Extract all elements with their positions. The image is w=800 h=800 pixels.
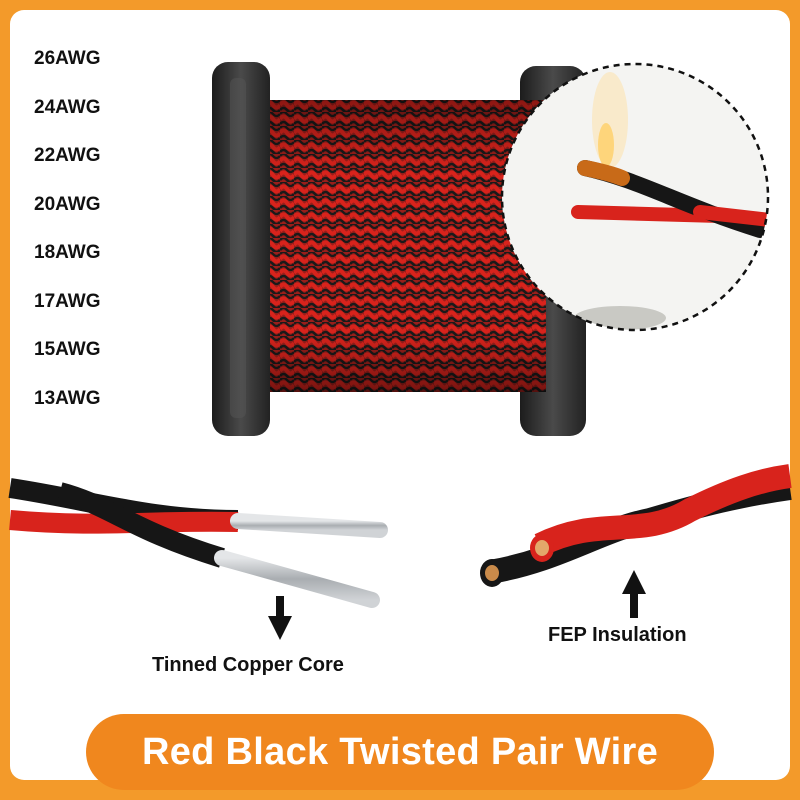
gauge-item: 24AWG — [34, 96, 101, 118]
callout-background — [502, 64, 768, 330]
arrow-up-icon — [622, 570, 646, 618]
gauge-item: 15AWG — [34, 339, 101, 360]
fep-insulated-wire — [480, 464, 792, 587]
caption-fep-insulation: FEP Insulation — [548, 624, 687, 646]
tinned-strands-upper — [230, 513, 388, 538]
gauge-item: 22AWG — [34, 145, 101, 166]
gauge-item: 18AWG — [34, 242, 101, 263]
red-wire-twist — [534, 464, 792, 556]
gauge-list: 26AWG 24AWG 22AWG 20AWG 18AWG 17AWG 15AW… — [34, 48, 101, 436]
arrow-down-icon — [268, 596, 292, 640]
flame-test-callout — [500, 62, 770, 332]
banner-title: Red Black Twisted Pair Wire — [142, 730, 658, 773]
copper-core-end-red — [535, 540, 549, 556]
lighter-base — [574, 306, 666, 330]
gauge-item: 26AWG — [34, 48, 101, 69]
flange-highlight — [230, 78, 246, 418]
red-conductor-end — [693, 205, 768, 227]
flame-core — [598, 123, 614, 167]
coil-shading — [246, 100, 546, 392]
title-banner: Red Black Twisted Pair Wire — [86, 714, 714, 790]
copper-core-end — [485, 565, 499, 581]
gauge-item: 20AWG — [34, 193, 101, 215]
caption-tinned-copper-core: Tinned Copper Core — [152, 654, 344, 676]
callout-dashed-border — [500, 62, 770, 332]
tinned-copper-wire — [8, 478, 388, 608]
tinned-strands-lower — [214, 550, 380, 608]
gauge-item: 13AWG — [34, 387, 101, 409]
gauge-item: 17AWG — [34, 290, 101, 312]
burnt-tip — [577, 160, 630, 186]
black-insulation-twist — [57, 482, 225, 568]
wire-spool — [212, 62, 586, 436]
